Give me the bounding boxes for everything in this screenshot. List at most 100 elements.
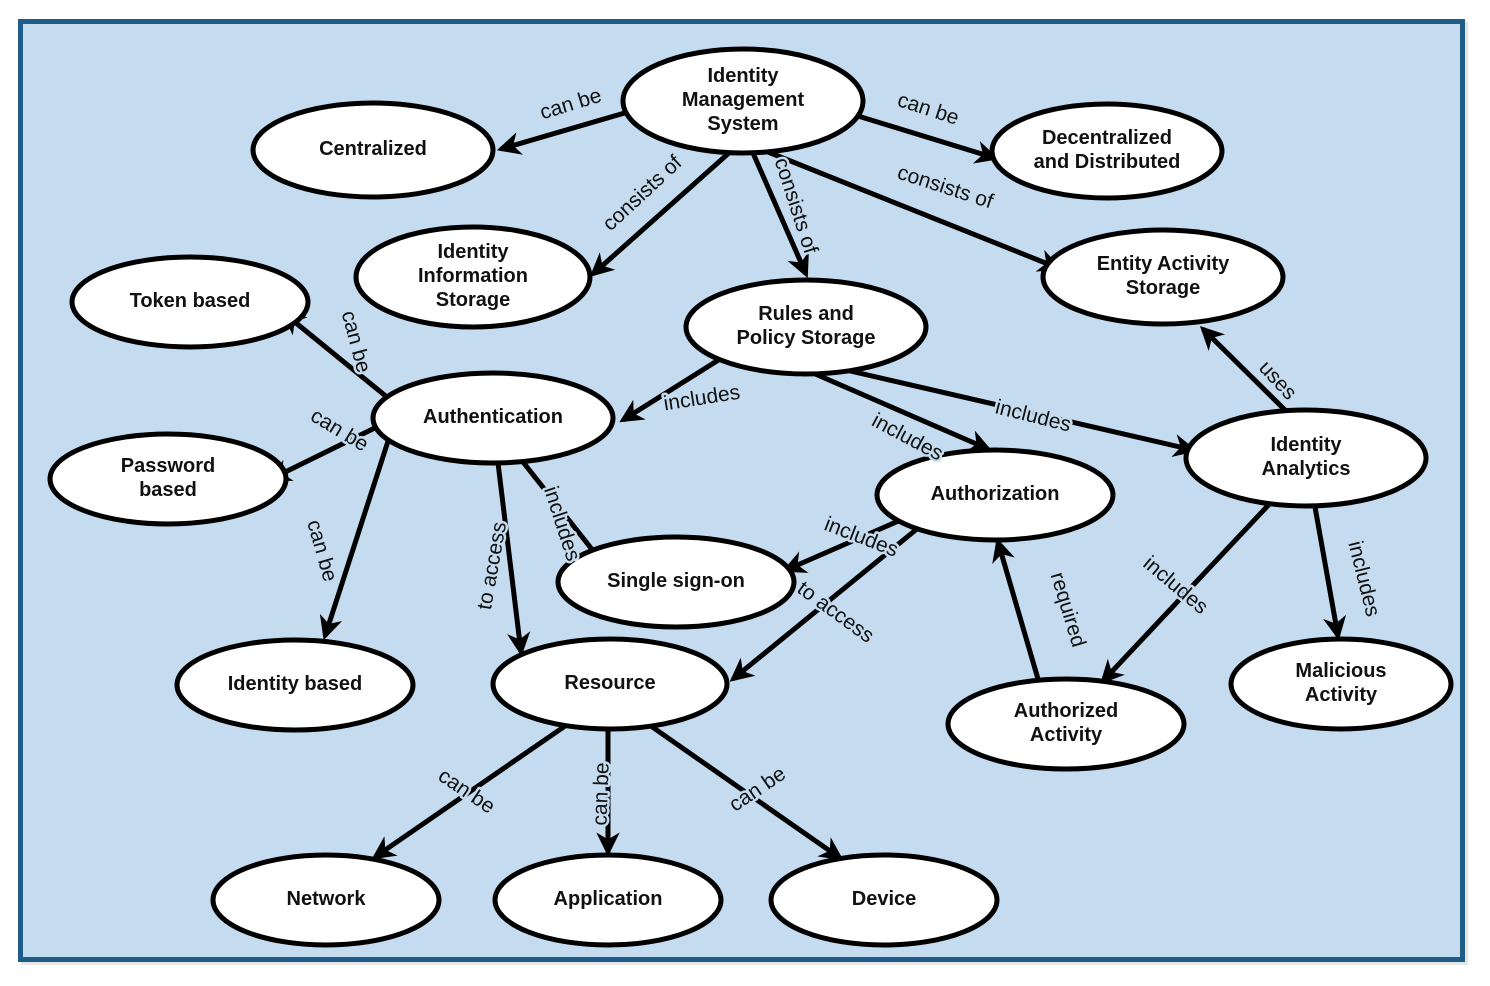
node-label-network: Network: [287, 888, 367, 910]
node-shape-token: [69, 254, 311, 350]
node-central[interactable]: Centralized: [250, 100, 496, 200]
edge-rps-to-authn: [619, 351, 730, 423]
svg-text:includes: includes: [1139, 552, 1213, 619]
edge-ims-to-decentral: [857, 113, 1000, 164]
edge-authn-to-password: [267, 417, 393, 482]
node-shape-authz: [874, 447, 1116, 543]
node-shape-authn: [370, 370, 616, 466]
node-resource[interactable]: Resource: [490, 636, 730, 732]
node-shape-network: [210, 852, 442, 948]
node-shape-authzact: [945, 676, 1187, 772]
svg-text:can be: can be: [537, 84, 604, 124]
svg-text:can be: can be: [302, 517, 341, 584]
edge-rps-to-analytics: [832, 364, 1198, 458]
edge-resource-to-device: [646, 721, 844, 861]
node-shape-application: [492, 852, 724, 948]
node-shape-ims: [620, 46, 866, 156]
edge-authn-to-idbased: [319, 431, 394, 641]
edge-rps-to-authz: [812, 370, 992, 452]
edge-analytics-to-authzact: [1100, 495, 1278, 685]
edge-analytics-to-eas: [1199, 325, 1288, 413]
node-authn[interactable]: Authentication: [370, 370, 616, 466]
edge-authzact-to-authz: [992, 537, 1041, 680]
edge-authz-to-sso: [782, 516, 904, 573]
node-device[interactable]: Device: [768, 852, 1000, 948]
edge-ims-to-rps: [750, 151, 809, 278]
node-shape-idbased: [174, 637, 416, 733]
edge-authz-to-resource: [729, 522, 925, 682]
node-network[interactable]: Network: [210, 852, 442, 948]
node-authz[interactable]: Authorization: [874, 447, 1116, 543]
node-shape-analytics: [1183, 407, 1429, 509]
node-shape-device: [768, 852, 1000, 948]
node-application[interactable]: Application: [492, 852, 724, 948]
node-shape-decentral: [989, 101, 1225, 201]
svg-text:includes: includes: [1343, 539, 1384, 619]
node-shape-password: [47, 431, 289, 527]
node-shape-rps: [683, 277, 929, 377]
node-label-resource: Resource: [564, 672, 655, 694]
node-token[interactable]: Token based: [69, 254, 311, 350]
node-idbased[interactable]: Identity based: [174, 637, 416, 733]
svg-text:includes: includes: [993, 396, 1073, 437]
edge-authn-to-resource: [495, 462, 531, 657]
edge-ims-to-iis: [589, 150, 732, 277]
svg-text:can be: can be: [307, 404, 373, 456]
node-label-authn: Authentication: [423, 406, 563, 428]
svg-text:to access: to access: [473, 520, 511, 611]
edge-ims-to-eas: [767, 149, 1063, 272]
svg-text:includes: includes: [821, 513, 901, 562]
node-label-token: Token based: [130, 290, 251, 312]
node-shape-eas: [1040, 227, 1286, 327]
svg-text:includes: includes: [539, 484, 585, 564]
svg-text:consists of: consists of: [895, 161, 997, 214]
node-label-application: Application: [554, 888, 663, 910]
node-sso[interactable]: Single sign-on: [555, 534, 797, 630]
edge-analytics-to-malicious: [1312, 506, 1347, 641]
node-shape-sso: [555, 534, 797, 630]
svg-text:can be: can be: [588, 762, 613, 826]
node-shape-resource: [490, 636, 730, 732]
node-label-device: Device: [852, 888, 917, 910]
node-shape-iis: [353, 224, 593, 330]
node-shape-central: [250, 100, 496, 200]
svg-text:includes: includes: [868, 409, 947, 465]
svg-text:consists of: consists of: [598, 151, 686, 236]
svg-text:can be: can be: [725, 762, 790, 816]
edge-ims-to-central: [496, 109, 629, 155]
node-label-sso: Single sign-on: [607, 570, 745, 592]
svg-text:uses: uses: [1254, 356, 1301, 404]
